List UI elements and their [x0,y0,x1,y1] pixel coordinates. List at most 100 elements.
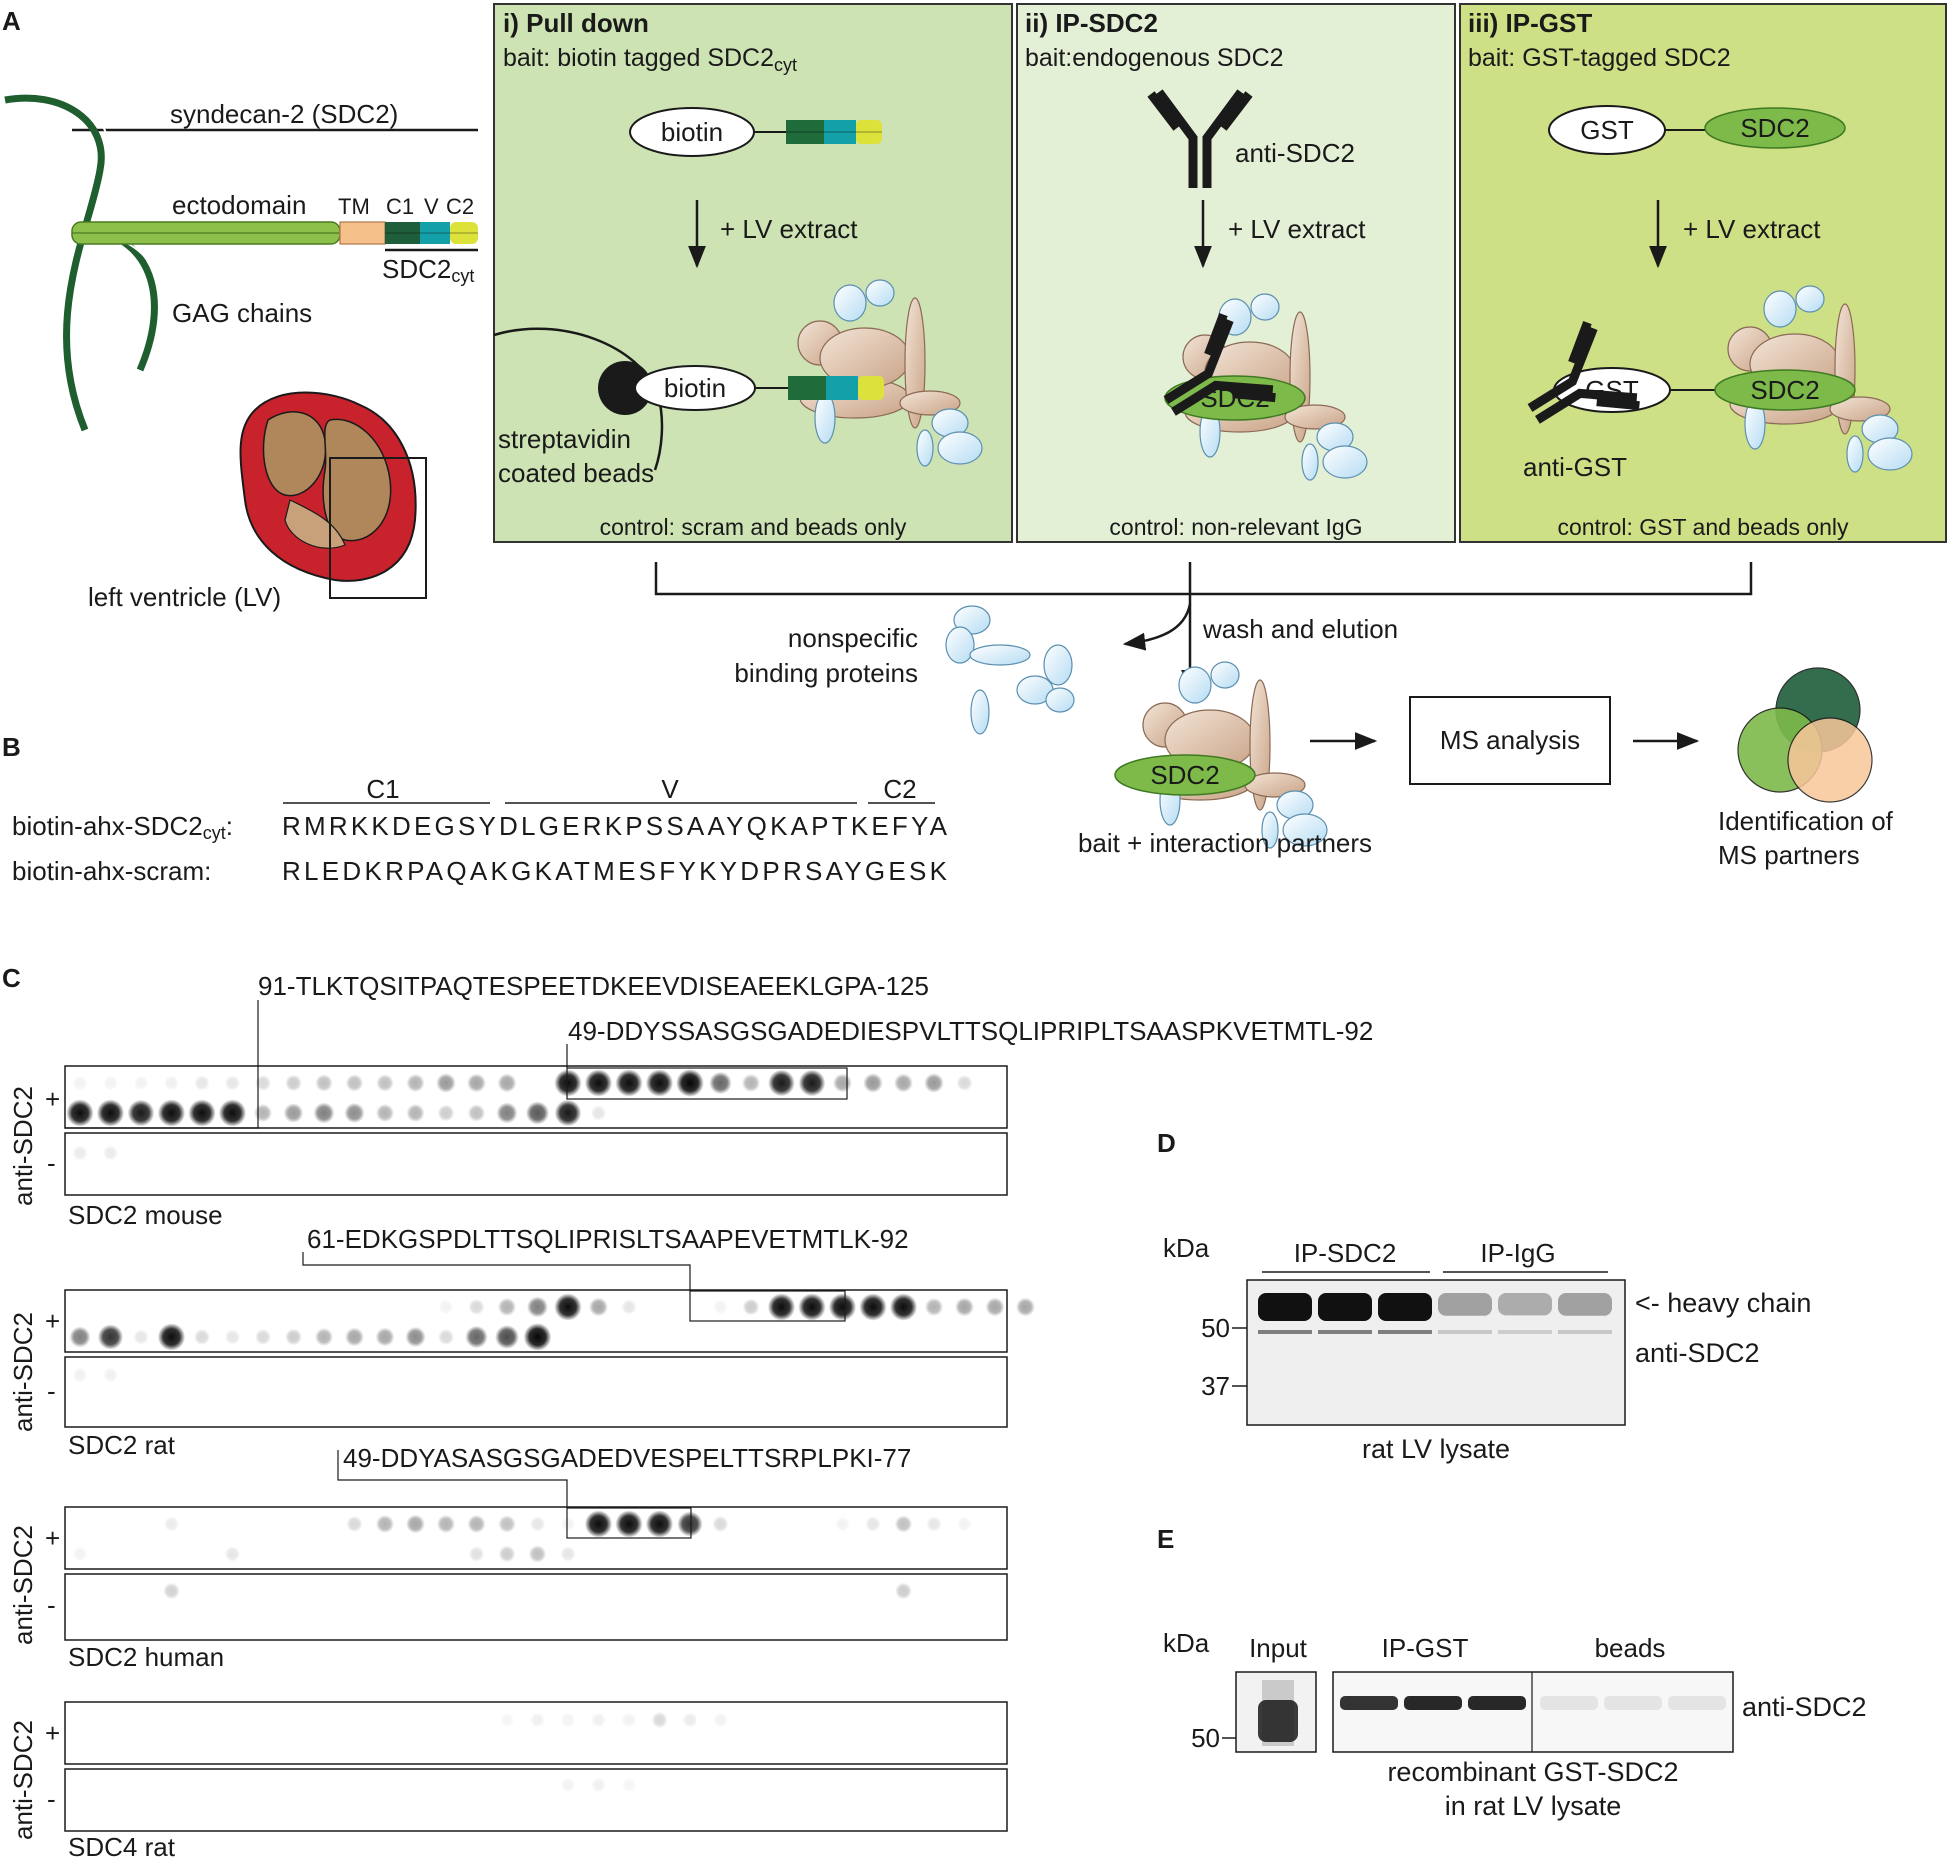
ident-label-2: MS partners [1718,840,1860,870]
peptide-spot [926,1516,942,1532]
peptide-spot [468,1298,485,1316]
peptide-spot [584,1510,613,1538]
mouse-plus: + [45,1084,60,1114]
peptide-spot [713,1299,728,1315]
gst-sdc2-bead-label: SDC2 [1750,375,1819,405]
biotin-bead-label: biotin [664,373,726,403]
sdc4-name: SDC4 rat [68,1832,176,1861]
peptide-spot [621,1712,637,1728]
peptide-spot [194,1075,210,1091]
peptide-spot [955,1297,974,1317]
peptide-spot [828,1293,857,1321]
peptide-spot [254,1074,272,1092]
e-caption-2: in rat LV lysate [1445,1791,1622,1821]
e-caption-1: recombinant GST-SDC2 [1387,1757,1678,1787]
pulldown-extract: + LV extract [720,214,858,244]
peptide-spot [254,1328,272,1346]
peptide-spot [66,1099,94,1127]
peptide-spot [894,1515,913,1533]
c2-label: C2 [446,194,474,219]
sdc2-label: syndecan-2 (SDC2) [170,99,398,129]
peptide-spot [768,1069,795,1097]
d-heavy-chain: <- heavy chain [1635,1288,1811,1318]
peptide-spot [985,1297,1005,1317]
peptide-spot [133,1329,149,1345]
panel-d-letter: D [1157,1128,1176,1158]
peptide-spot [651,1711,668,1729]
tm-label: TM [338,194,370,219]
wash-label: wash and elution [1202,614,1398,644]
peptide-spot [224,1329,241,1345]
peptide-spot [253,1103,273,1123]
ms-analysis: MS analysis [1440,725,1580,755]
sdc4-plus: + [45,1718,60,1748]
ip-sdc2-control: control: non-relevant IgG [1109,514,1362,540]
peptide-spot [346,1515,363,1533]
peptide-spot [224,1075,241,1091]
panel-a-letter: A [2,6,21,36]
b-c2-label: C2 [883,774,916,804]
western-band [1604,1696,1662,1710]
peptide-spot [163,1582,180,1600]
d-anti-sdc2: anti-SDC2 [1635,1338,1760,1368]
western-band-lower [1498,1330,1552,1334]
peptide-spot [345,1327,364,1347]
peptide-spot [554,1099,582,1127]
peptide-spot [375,1103,395,1123]
peptide-spot [741,1073,761,1093]
blot-sdc4-rat: + - anti-SDC2 SDC4 rat [8,1701,1008,1861]
d-m50: 50 [1201,1313,1230,1343]
rat-plus: + [45,1306,60,1336]
peptide-spot [157,1099,186,1127]
b-row1-sequence: RMRKKDEGSYDLGERKPSSAAYQKAPTKEFYA [282,811,948,841]
peptide-spot [96,1099,125,1127]
peptide-spot [345,1074,364,1092]
blot-mouse: 91-TLKTQSITPAQTESPEETDKEEVDISEAEEKLGPA-1… [8,971,1373,1230]
ident-label-1: Identification of [1718,806,1894,836]
subpanel-pulldown: i) Pull down bait: biotin tagged SDC2cyt… [493,3,1013,543]
peptide-spot [436,1514,456,1534]
western-band-lower [1318,1330,1372,1334]
ip-gst-title: iii) IP-GST [1468,8,1592,38]
peptide-spot [924,1297,944,1317]
b-row1-label: biotin-ahx-SDC2cyt: [12,811,233,843]
peptide-spot [499,1712,515,1728]
peptide-spot [894,1073,913,1093]
panel-c: C 91-TLKTQSITPAQTESPEETDKEEVDISEAEEKLGPA… [2,963,1373,1861]
peptide-spot [590,1105,607,1121]
peptide-spot [224,1546,241,1562]
peptide-spot [313,1102,335,1124]
complex-sdc2: SDC2 [1150,760,1219,790]
peptide-spot [889,1293,918,1321]
peptide-spot [709,1071,732,1095]
panel-a: A syndecan-2 (SDC2) ectodomain TM C1 V C… [2,3,1947,870]
human-minus: - [47,1590,56,1620]
e-anti-sdc2: anti-SDC2 [1742,1692,1867,1722]
gag-label: GAG chains [172,298,312,328]
ip-sdc2-title: ii) IP-SDC2 [1025,8,1158,38]
peptide-spot [924,1073,944,1093]
western-band [1540,1696,1598,1710]
peptide-spot [467,1514,486,1534]
peptide-spot [69,1326,91,1348]
heart-illustration: left ventricle (LV) [88,391,427,612]
sdc2-schematic: syndecan-2 (SDC2) ectodomain TM C1 V C2 … [4,89,478,432]
v-label: V [424,194,439,219]
anti-gst-label: anti-GST [1523,452,1627,482]
peptide-spot [498,1545,516,1563]
d-ip-igg: IP-IgG [1480,1238,1555,1268]
western-band-lower [1258,1330,1312,1334]
blot-human: 49-DDYASASGSGADEDVESPELTTSRPLPKI-77 + - … [8,1443,1008,1672]
sdc2cyt-label: SDC2cyt [382,254,474,286]
peptide-spot [497,1073,517,1093]
lv-label: left ventricle (LV) [88,582,281,612]
peptide-spot [895,1582,912,1600]
peptide-spot [865,1516,881,1532]
mouse-ylabel: anti-SDC2 [8,1086,38,1206]
panel-e: E kDa Input IP-GST beads 50 anti-SDC2 re… [1157,1524,1867,1821]
b-row2-sequence: RLEDKRPAQAKGKATMESFYKYDPRSAYGESK [282,856,948,886]
western-band [1468,1696,1526,1710]
peptide-spot [621,1299,637,1315]
ip-gst-bait: bait: GST-tagged SDC2 [1468,44,1731,72]
peptide-spot [72,1546,88,1562]
